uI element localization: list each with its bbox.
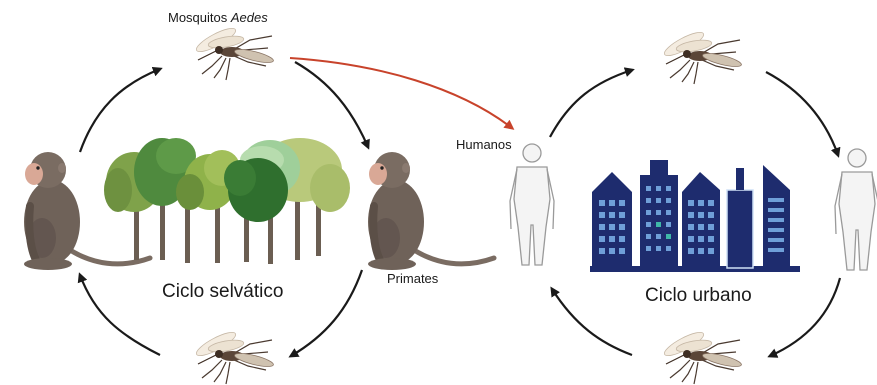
city-icon: [590, 160, 800, 272]
mosquito-label-genus: Aedes: [231, 10, 268, 25]
mosquito-label-prefix: Mosquitos: [168, 10, 231, 25]
urban-cycle-label: Ciclo urbano: [645, 285, 752, 307]
sylvatic-cycle-label: Ciclo selvático: [162, 281, 283, 303]
humans-label: Humanos: [456, 137, 512, 152]
human-icon: [834, 149, 877, 270]
forest-icon: [104, 138, 350, 264]
primates-label: Primates: [387, 271, 438, 286]
human-icon: [509, 144, 554, 265]
primate-icon: [368, 152, 494, 270]
mosquito-icon: [194, 328, 275, 384]
mosquito-icon: [662, 28, 743, 84]
spillover-arrow: [290, 58, 512, 128]
mosquito-icon: [194, 24, 275, 80]
mosquito-icon: [662, 328, 743, 384]
mosquito-label: Mosquitos Aedes: [168, 10, 268, 25]
